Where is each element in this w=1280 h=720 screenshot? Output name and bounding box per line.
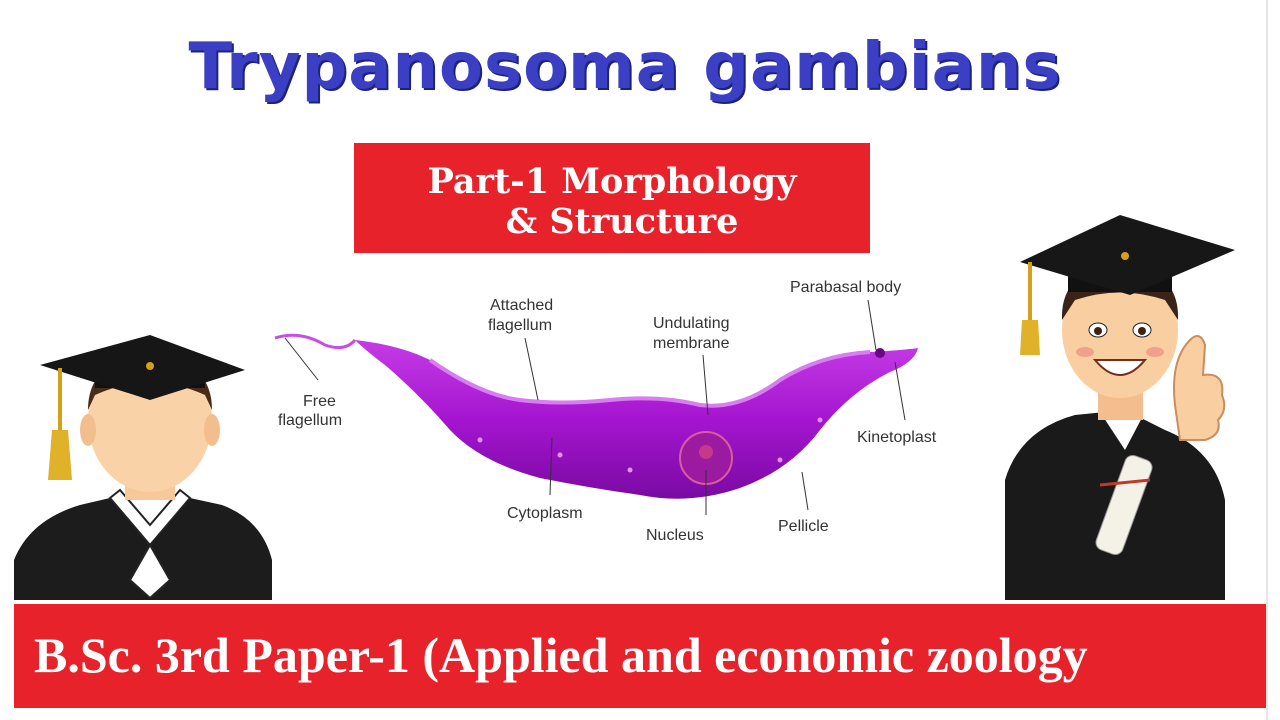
footer-banner: B.Sc. 3rd Paper-1 (Applied and economic … — [14, 604, 1266, 708]
label-free-flagellum-1: Free — [303, 393, 336, 410]
label-undulating-membrane-1: Undulating — [653, 315, 730, 332]
graduate-right-illustration — [1005, 215, 1235, 600]
frame-right — [1266, 0, 1280, 720]
label-nucleus: Nucleus — [646, 527, 704, 544]
label-parabasal-body: Parabasal body — [790, 279, 901, 296]
free-flagellum-line — [274, 333, 357, 350]
label-free-flagellum-2: flagellum — [278, 412, 342, 429]
label-cytoplasm: Cytoplasm — [507, 505, 583, 522]
subtitle-banner: Part-1 Morphology & Structure — [354, 143, 870, 253]
label-kinetoplast: Kinetoplast — [857, 429, 937, 446]
course-info: B.Sc. 3rd Paper-1 (Applied and economic … — [34, 627, 1088, 683]
graduate-left-illustration — [14, 335, 272, 600]
trypanosoma-diagram: Free flagellum Attached flagellum Undula… — [274, 279, 937, 544]
subtitle-line-1: Part-1 Morphology — [427, 161, 797, 202]
label-undulating-membrane-2: membrane — [653, 335, 730, 352]
label-pellicle: Pellicle — [778, 518, 829, 535]
label-attached-flagellum-2: flagellum — [488, 317, 552, 334]
organism-body — [355, 340, 918, 499]
label-attached-flagellum-1: Attached — [490, 297, 553, 314]
frame-top — [0, 0, 1280, 14]
page-title: Trypanosoma gambians — [188, 30, 1062, 104]
subtitle-line-2: & Structure — [505, 201, 739, 242]
